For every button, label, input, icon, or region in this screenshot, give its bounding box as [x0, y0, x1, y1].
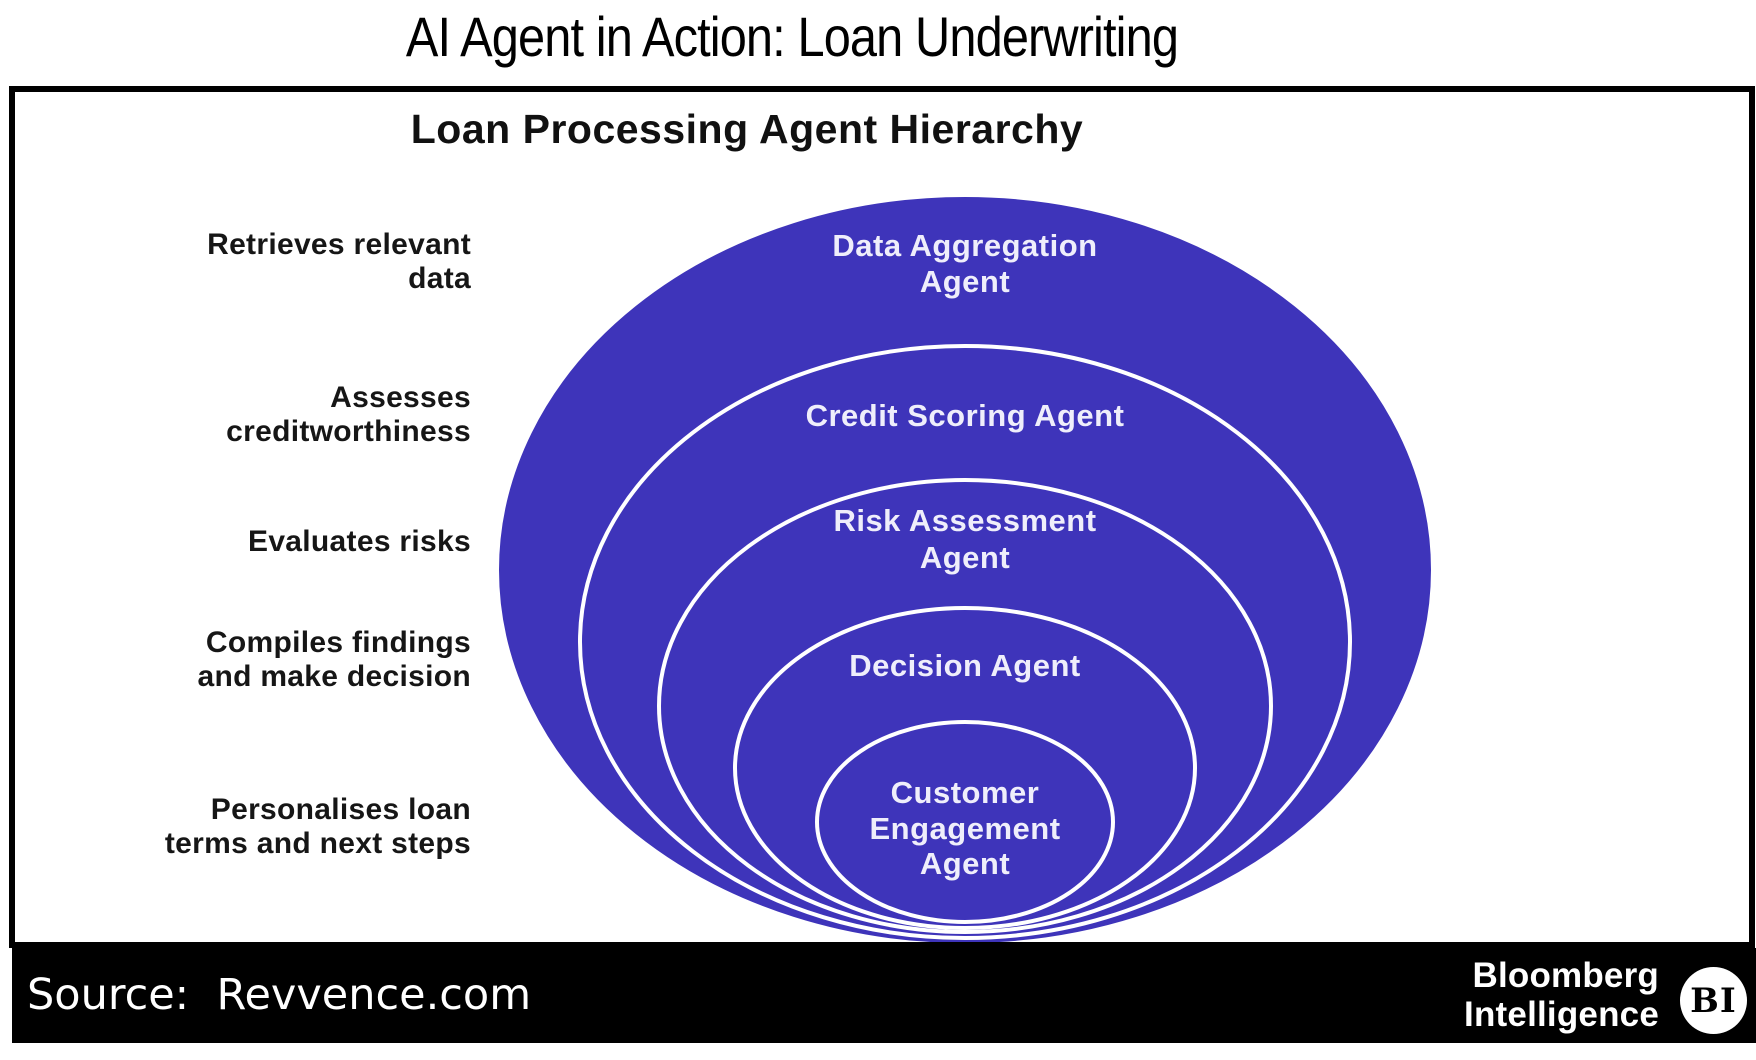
left-label-assesses-creditworthiness: Assesses creditworthiness — [226, 381, 471, 448]
ring-label-risk-assessment-line1: Risk Assessment — [833, 503, 1096, 538]
left-label-compiles-findings: Compiles findings and make decision — [197, 626, 471, 693]
ring-label-customer-engagement-line2: Engagement — [869, 811, 1060, 846]
left-label-personalises-loan: Personalises loan terms and next steps — [164, 793, 471, 860]
bi-logo-text: BI — [1690, 980, 1737, 1021]
ring-customer-engagement-agent — [815, 720, 1115, 924]
left-label-evaluates-risks: Evaluates risks — [248, 525, 471, 558]
panel-heading: Loan Processing Agent Hierarchy — [410, 106, 1084, 152]
diagram-panel: Data Aggregation Agent Credit Scoring Ag… — [9, 86, 1755, 948]
left-label-retrieves-data: Retrieves relevant data — [207, 228, 471, 295]
agent-hierarchy-onion-diagram: Data Aggregation Agent Credit Scoring Ag… — [495, 193, 1435, 942]
ring-label-decision: Decision Agent — [849, 648, 1081, 683]
ring-label-customer-engagement-line1: Customer — [891, 775, 1040, 810]
ring-label-customer-engagement-line3: Agent — [920, 846, 1010, 881]
footer-bar: Source: Revvence.com Bloomberg Intellige… — [12, 948, 1756, 1043]
page-title: AI Agent in Action: Loan Underwriting — [405, 5, 1179, 68]
bloomberg-intelligence-bi-logo: BI — [1680, 967, 1747, 1034]
source-credit: Source: Revvence.com — [27, 970, 532, 1020]
ring-label-credit-scoring: Credit Scoring Agent — [806, 398, 1125, 433]
ring-label-risk-assessment-line2: Agent — [920, 540, 1010, 575]
bloomberg-intelligence-wordmark: Bloomberg Intelligence — [1464, 956, 1659, 1034]
ring-label-data-aggregation-line1: Data Aggregation — [832, 228, 1097, 263]
ring-label-data-aggregation-line2: Agent — [920, 264, 1010, 299]
